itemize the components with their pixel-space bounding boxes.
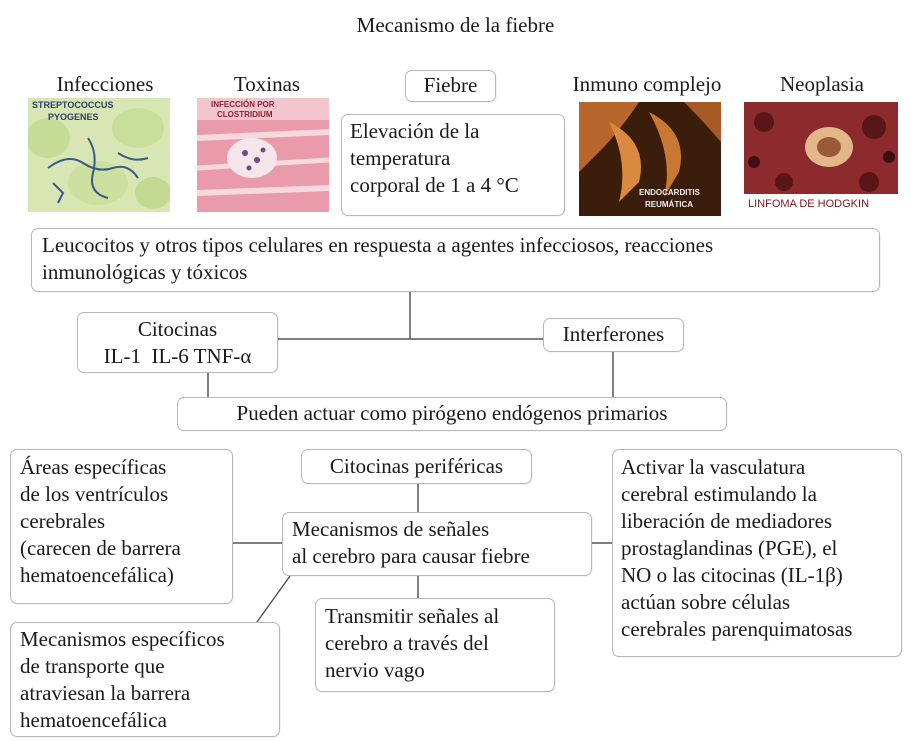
activar-line-3: liberación de mediadores bbox=[621, 509, 833, 533]
activar-line-5: NO o las citocinas (IL-1β) bbox=[621, 563, 843, 587]
mecanismos-senales-box: Mecanismos de señales al cerebro para ca… bbox=[282, 512, 592, 576]
transporte-line-4: hematoencefálica bbox=[20, 708, 167, 732]
transmitir-box: Transmitir señales al cerebro a través d… bbox=[315, 598, 555, 692]
toxinas-image: INFECCIÓN POR CLOSTRIDIUM bbox=[197, 98, 329, 212]
connector-mecanismos-transporte bbox=[256, 575, 291, 623]
label-infecciones: Infecciones bbox=[56, 72, 154, 96]
areas-line-5: hematoencefálica) bbox=[20, 563, 174, 587]
citocinas-perifericas-box: Citocinas periféricas bbox=[301, 449, 532, 484]
linfoma-illustration bbox=[748, 112, 895, 192]
histology-illustration bbox=[197, 120, 329, 212]
areas-box: Áreas específicas de los ventrículos cer… bbox=[10, 449, 233, 604]
toxinas-caption-1: INFECCIÓN POR bbox=[211, 100, 275, 109]
fiebre-definition-box: Elevación de la temperatura corporal de … bbox=[341, 114, 565, 216]
fiebre-box: Fiebre bbox=[405, 70, 496, 102]
areas-line-1: Áreas específicas bbox=[20, 455, 167, 479]
transmitir-line-1: Transmitir señales al bbox=[325, 604, 500, 628]
transporte-line-3: atraviesan la barrera bbox=[20, 681, 191, 705]
transmitir-line-2: cerebro a través del bbox=[325, 631, 489, 655]
inmuno-caption-2: REUMÁTICA bbox=[645, 200, 693, 209]
mecanismos-senales-line-2: al cerebro para causar fiebre bbox=[292, 544, 530, 568]
neoplasia-image: LINFOMA DE HODGKIN bbox=[744, 102, 898, 216]
inmuno-caption-1: ENDOCARDITIS bbox=[639, 188, 700, 197]
infecciones-caption-1: STREPTOCOCCUS bbox=[32, 100, 114, 110]
activar-line-7: cerebrales parenquimatosas bbox=[621, 617, 853, 641]
pirogeno-box: Pueden actuar como pirógeno endógenos pr… bbox=[177, 397, 727, 431]
toxinas-caption-2: CLOSTRIDIUM bbox=[217, 110, 273, 119]
mecanismos-senales-line-1: Mecanismos de señales bbox=[292, 517, 490, 541]
neoplasia-caption-band bbox=[744, 194, 898, 216]
infecciones-image: STREPTOCOCCUS PYOGENES bbox=[28, 98, 170, 212]
areas-line-4: (carecen de barrera bbox=[20, 536, 181, 560]
interferones-box: Interferones bbox=[543, 318, 684, 352]
areas-line-2: de los ventrículos bbox=[20, 482, 169, 506]
page-title: Mecanismo de la fiebre bbox=[356, 13, 555, 37]
activar-line-6: actúan sobre células bbox=[621, 590, 791, 614]
inmuno-complejo-image: ENDOCARDITIS REUMÁTICA bbox=[579, 102, 721, 216]
areas-line-3: cerebrales bbox=[20, 509, 106, 533]
infecciones-caption-2: PYOGENES bbox=[48, 112, 99, 122]
activar-line-4: prostaglandinas (PGE), el bbox=[621, 536, 838, 560]
citocinas-title: Citocinas bbox=[137, 317, 218, 341]
transporte-box: Mecanismos específicos de transporte que… bbox=[10, 622, 280, 737]
transporte-line-1: Mecanismos específicos bbox=[20, 627, 225, 651]
transmitir-line-3: nervio vago bbox=[325, 658, 425, 682]
activar-line-2: cerebral estimulando la bbox=[621, 482, 817, 506]
fiebre-definition-line-3: corporal de 1 a 4 °C bbox=[350, 173, 519, 197]
leucocitos-line-2: inmunológicas y tóxicos bbox=[42, 260, 248, 284]
leucocitos-line-1: Leucocitos y otros tipos celulares en re… bbox=[42, 233, 714, 257]
citocinas-box: Citocinas IL-1 IL-6 TNF-α bbox=[77, 312, 278, 373]
label-inmuno-complejo: Inmuno complejo bbox=[572, 72, 722, 96]
leucocitos-box: Leucocitos y otros tipos celulares en re… bbox=[31, 228, 880, 292]
activar-box: Activar la vasculatura cerebral estimula… bbox=[612, 449, 902, 657]
fiebre-definition-line-1: Elevación de la bbox=[350, 119, 480, 143]
endocarditis-illustration bbox=[579, 102, 721, 202]
bacteria-illustration bbox=[28, 108, 170, 209]
fiebre-definition-line-2: temperatura bbox=[350, 146, 451, 170]
transporte-line-2: de transporte que bbox=[20, 654, 165, 678]
activar-line-1: Activar la vasculatura bbox=[621, 455, 806, 479]
label-neoplasia: Neoplasia bbox=[780, 72, 864, 96]
label-toxinas: Toxinas bbox=[233, 72, 301, 96]
neoplasia-caption: LINFOMA DE HODGKIN bbox=[748, 198, 870, 210]
citocinas-list: IL-1 IL-6 TNF-α bbox=[103, 344, 252, 368]
